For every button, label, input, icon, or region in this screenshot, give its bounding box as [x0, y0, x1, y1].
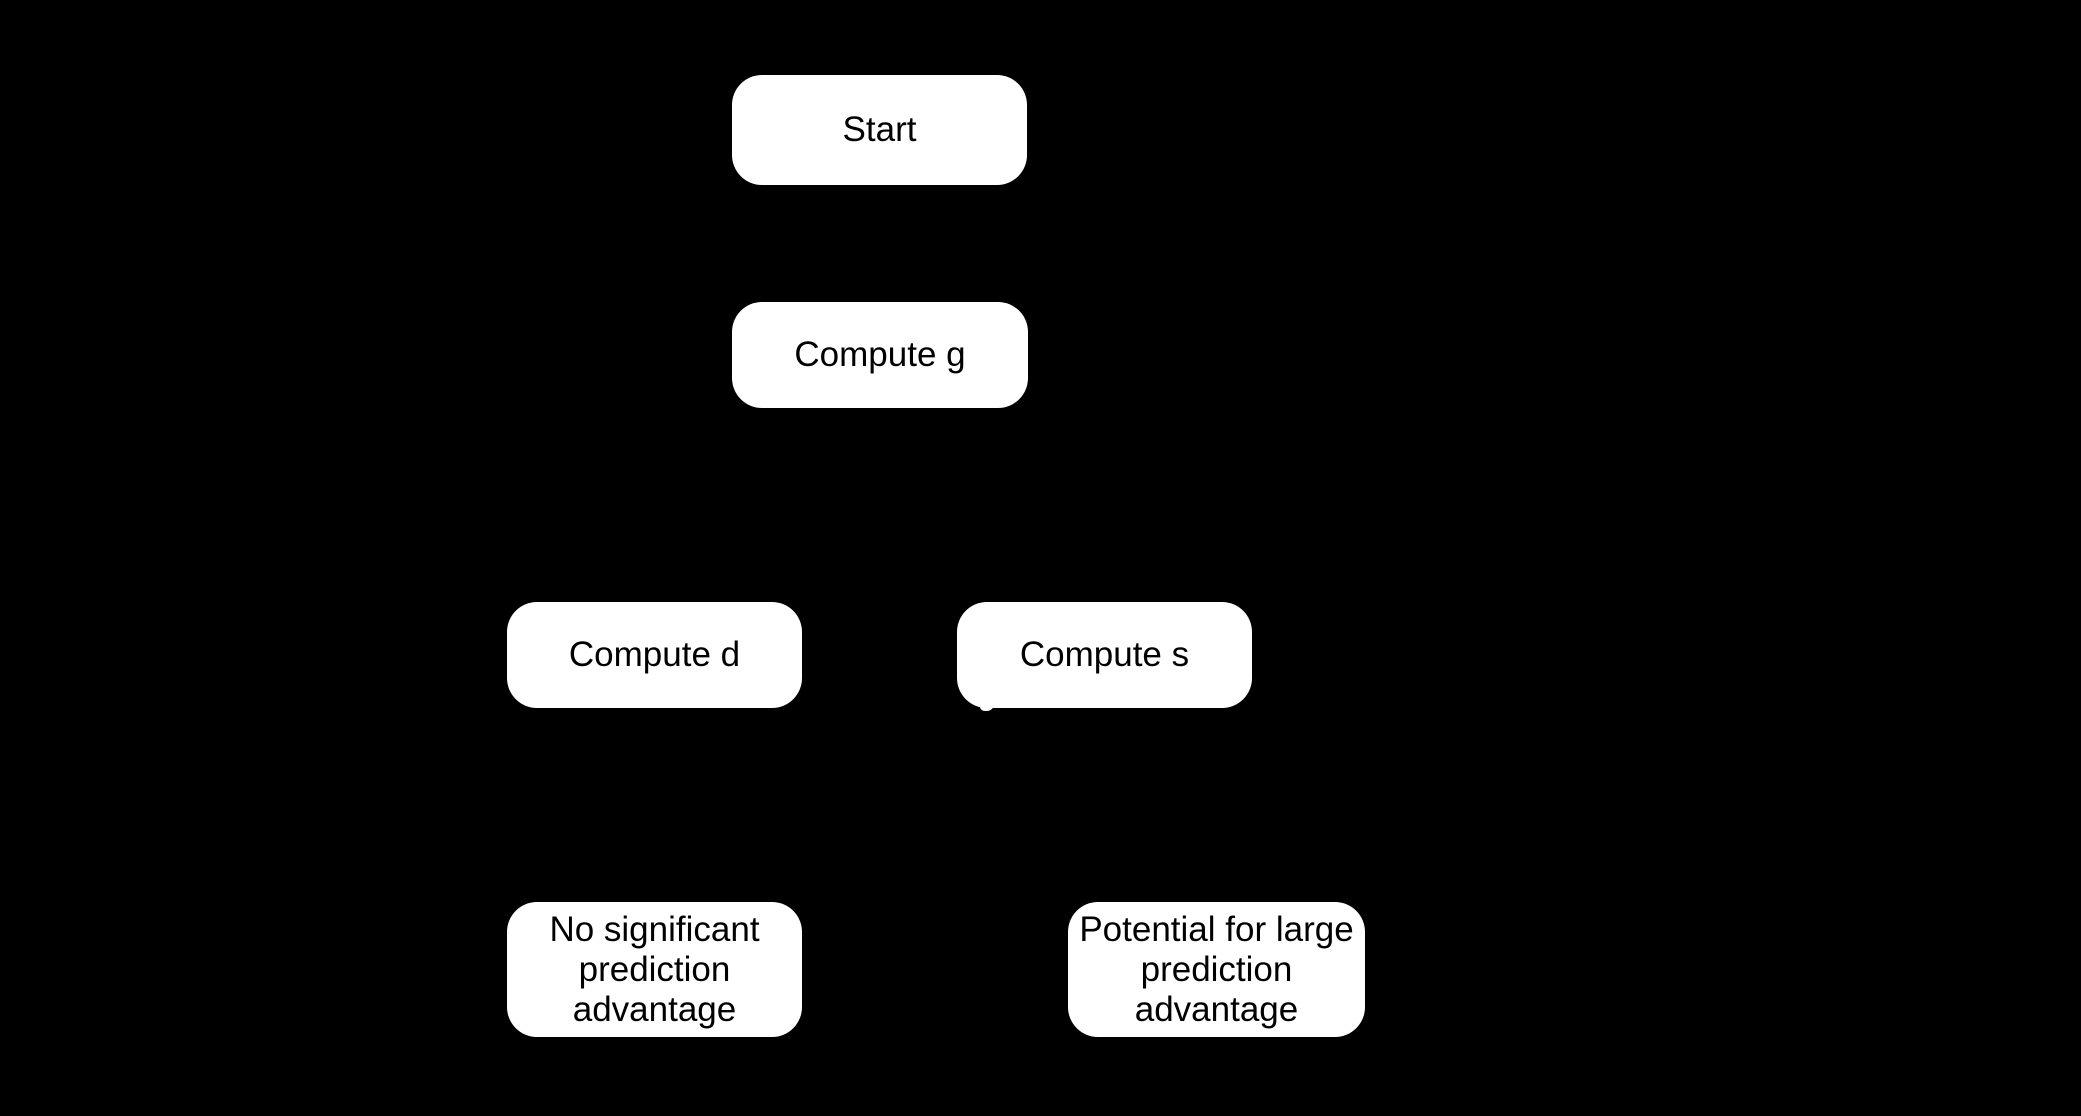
- flow-node-start: Start: [732, 75, 1027, 185]
- flow-node-compute-d: Compute d: [507, 602, 802, 708]
- flow-node-compute-s: Compute s: [957, 602, 1252, 708]
- flow-node-start-label: Start: [842, 110, 917, 149]
- flow-node-outcome-no-advantage-label: No significant prediction advantage: [549, 909, 760, 1029]
- flow-node-outcome-large-advantage-label: Potential for large prediction advantage: [1079, 909, 1354, 1029]
- stray-mark: [980, 699, 994, 711]
- flow-node-compute-d-label: Compute d: [568, 635, 741, 674]
- flow-node-outcome-no-advantage: No significant prediction advantage: [507, 902, 802, 1037]
- flow-node-compute-g: Compute g: [732, 302, 1028, 408]
- flow-node-compute-s-label: Compute s: [1019, 635, 1190, 674]
- flow-node-compute-g-label: Compute g: [794, 335, 966, 374]
- flow-node-outcome-large-advantage: Potential for large prediction advantage: [1068, 902, 1365, 1037]
